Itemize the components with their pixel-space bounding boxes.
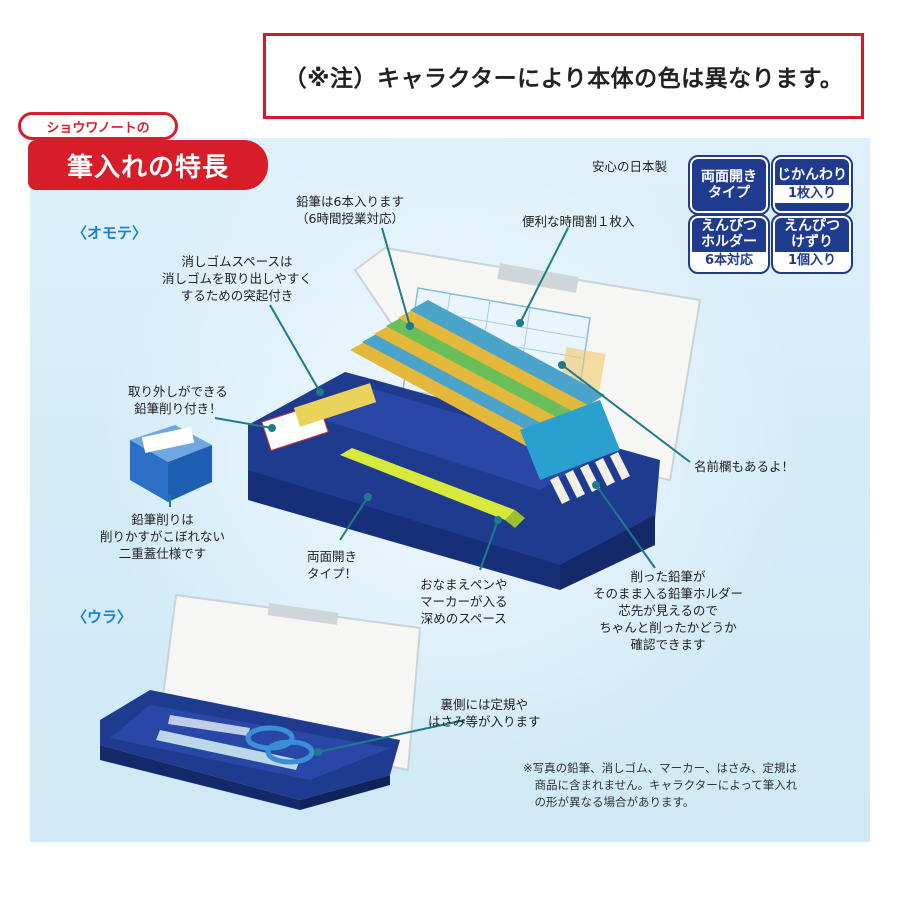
label-sharpener: 取り外しができる 鉛筆削り付き！ [128,383,228,417]
label-sharpener-line2: 鉛筆削り付き！ [134,401,222,416]
leader-dots [268,319,600,756]
label-name-field: 名前欄もあるよ！ [694,459,795,474]
label-sharpener-lid-line1: 鉛筆削りは [131,512,194,527]
label-back-side-line2: はさみ等が入ります [428,714,541,729]
label-pencils-line1: 鉛筆は6本入ります [296,194,404,209]
label-pencils: 鉛筆は6本入ります （6時間授業対応） [296,193,404,227]
label-pencil-holder: 削った鉛筆が そのまま入る鉛筆ホルダー 芯先が見えるので ちゃんと削ったかどうか… [593,568,743,653]
badge-timetable-text: じかんわり [777,167,847,183]
badge-pencil-holder: えんぴつ ホルダー 6本対応 [688,214,770,274]
footnote-line2: 商品に含まれません。キャラクターによって筆入れ [523,778,798,792]
badge-sharpener-text: えんぴつ けずり [784,218,840,250]
footnote-line3: の形が異なる場合があります。 [523,795,695,809]
made-in-japan-label: 安心の日本製 [592,159,668,174]
back-body [100,690,400,810]
label-sharpener-line1: 取り外しができる [128,384,228,399]
label-back-side: 裏側には定規や はさみ等が入ります [428,696,541,730]
label-holder-line3: 芯先が見えるので [618,603,718,618]
badge-sharpener: えんぴつ けずり 1個入り [771,214,853,274]
footnote-line1: ※写真の鉛筆、消しゴム、マーカー、はさみ、定規は [523,761,798,775]
label-holder-line2: そのまま入る鉛筆ホルダー [593,586,744,601]
label-pen-space: おなまえペンや マーカーが入る 深めのスペース [420,576,508,627]
label-double-open-line1: 両面開き [307,549,358,564]
label-eraser-line3: するための突起付き [180,288,294,303]
label-pen-space-line1: おなまえペンや [420,577,508,592]
label-holder-line5: 確認できます [630,637,706,652]
badge-pencil-holder-text: えんぴつ ホルダー [701,218,757,250]
label-holder-line1: 削った鉛筆が [630,569,706,584]
front-body [248,372,660,590]
label-eraser-space: 消しゴムスペースは 消しゴムを取り出しやすく するための突起付き [162,253,312,304]
section-front: 〈オモテ〉 [72,224,148,242]
label-eraser-line2: 消しゴムを取り出しやすく [162,271,312,286]
label-sharpener-lid: 鉛筆削りは 削りかすがこぼれない 二重蓋仕様です [100,511,225,562]
brand-label: ショウワノートの [18,112,178,140]
label-pencils-line2: （6時間授業対応） [296,211,404,226]
badge-double-open: 両面開き タイプ [688,155,770,215]
label-sharpener-lid-line2: 削りかすがこぼれない [100,529,226,544]
badge-sharpener-sub: 1個入り [775,252,849,270]
page-title: 筆入れの特長 [28,140,268,190]
pencils [350,300,630,504]
badge-pencil-holder-sub: 6本対応 [692,252,766,270]
label-eraser-line1: 消しゴムスペースは [181,254,293,269]
section-back: 〈ウラ〉 [72,608,133,626]
label-back-side-line1: 裏側には定規や [440,697,529,712]
leader-lines [169,227,691,753]
label-double-open: 両面開き タイプ！ [307,548,357,582]
label-sharpener-lid-line3: 二重蓋仕様です [118,546,207,561]
label-timetable: 便利な時間割１枚入 [522,214,635,229]
color-notice: （※注）キャラクターにより本体の色は異なります。 [263,33,864,119]
label-pen-space-line3: 深めのスペース [420,611,507,626]
badge-timetable-sub: 1枚入り [775,185,849,203]
label-pen-space-line2: マーカーが入る [420,594,508,609]
label-holder-line4: ちゃんと削ったかどうか [599,620,737,635]
sharpener [130,425,212,502]
label-double-open-line2: タイプ！ [307,566,358,581]
badge-double-open-text: 両面開き タイプ [701,169,757,201]
footnote: ※写真の鉛筆、消しゴム、マーカー、はさみ、定規は 商品に含まれません。キャラクタ… [523,760,797,811]
badge-timetable: じかんわり 1枚入り [771,155,853,215]
